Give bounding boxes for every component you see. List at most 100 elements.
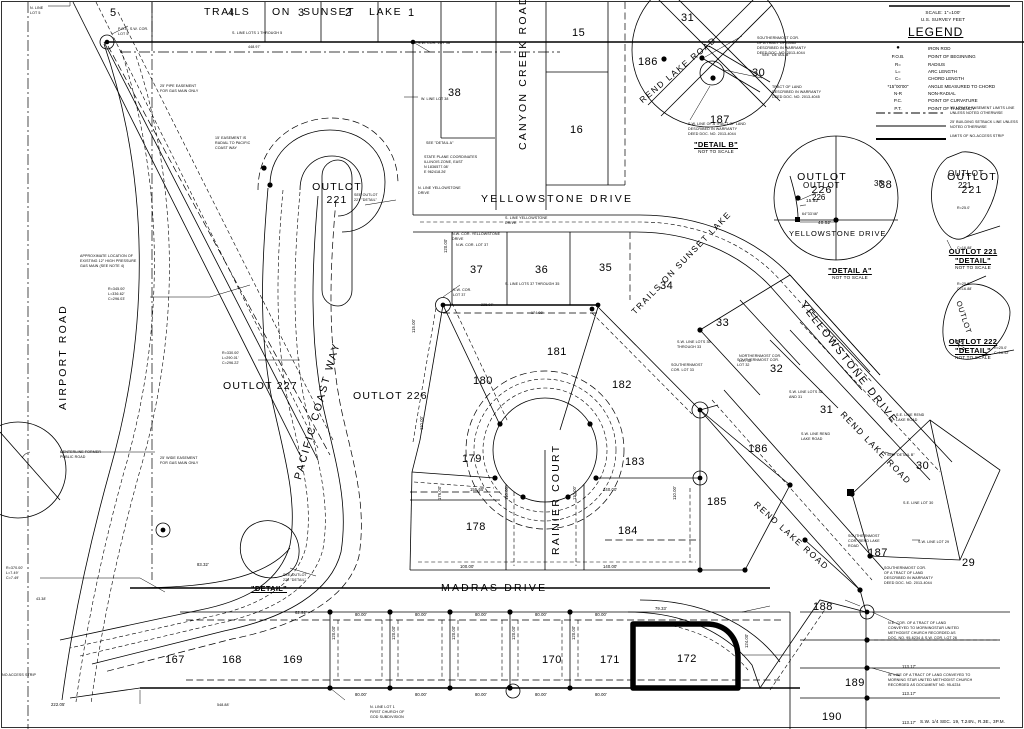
dimension-label: 62.92'	[295, 610, 307, 615]
legend-symbol: *15°00'00"	[887, 83, 909, 89]
lot-number: 38	[448, 87, 462, 99]
lot-number: 34	[660, 280, 674, 292]
detail-title: OUTLOT 221	[948, 247, 998, 256]
survey-annotation: S.E. LINE LOT 30	[903, 501, 934, 505]
survey-annotation: CENTERLINE FORMER PUBLIC ROAD	[60, 450, 102, 459]
legend-symbol: P.C.	[893, 98, 903, 104]
survey-annotation: R=25.0'	[957, 206, 971, 210]
lot-number: 4	[228, 7, 235, 19]
detail-scale-note: NOT TO SCALE	[955, 355, 991, 360]
detail-a-angle: 64°33'46"	[802, 212, 819, 216]
dimension-label: 80.00'	[355, 612, 367, 617]
outlot-label: OUTLOT	[947, 171, 997, 183]
dimension-label: 120.00'	[511, 625, 516, 640]
lot-number: 31	[820, 404, 834, 416]
legend-symbol: N-R	[894, 90, 902, 96]
survey-annotation: R=330.00' L=290.01' C=296.22'	[222, 351, 240, 365]
road-label-yellowstone-drive: YELLOWSTONE DRIVE	[481, 193, 634, 205]
legend-symbol: P.T.	[894, 105, 902, 111]
legend-title: LEGEND	[908, 25, 964, 39]
dimension-label: 80.00'	[475, 692, 487, 697]
dimension-label: 113.17'	[902, 691, 916, 696]
lot-number: 5	[110, 7, 117, 19]
subdivision-title-part-1: ON	[272, 6, 291, 18]
dimension-label: 176.00'	[437, 485, 442, 500]
legend-symbol: ●	[896, 45, 900, 52]
survey-annotation: APPROXIMATE LOCATION OF EXISTING 12" HIG…	[80, 254, 137, 268]
detail-scale-note: NOT TO SCALE	[832, 275, 868, 280]
outlot-label: OUTLOT	[797, 171, 847, 183]
survey-annotation: 25' PIPE EASEMENT FOR GAS MAIN ONLY	[160, 84, 199, 93]
lot-number: 187	[710, 114, 730, 126]
detail-a-dim1: 15.82'	[806, 198, 820, 203]
dimension-label: 80.00'	[475, 612, 487, 617]
legend-line-description: 15' UTILITY EASEMENT LIMITS LINE UNLESS …	[950, 106, 1015, 115]
lot-number: 171	[600, 654, 620, 666]
survey-annotation: 25' WIDE EASEMENT FOR GAS MAIN ONLY	[160, 456, 199, 465]
lot-number: 184	[618, 525, 638, 537]
lot-number: 31	[681, 12, 695, 24]
survey-annotation: 15' EASEMENT IS RADIAL TO PACIFIC COAST …	[215, 136, 251, 150]
dimension-label: 80.00'	[415, 692, 427, 697]
survey-annotation: R=25.0' C=16.92'	[994, 346, 1010, 355]
legend-row: C=CHORD LENGTH	[872, 75, 995, 82]
lot-number: 189	[845, 677, 865, 689]
survey-annotation: N. LINE YELLOWSTONE DRIVE	[418, 186, 461, 195]
legend-line-description: 25' BUILDING SETBACK LINE UNLESS NOTED O…	[950, 120, 1018, 129]
dimension-label: 120.00'	[331, 625, 336, 640]
dimension-label: 113.17'	[902, 720, 916, 725]
subdivision-title-part-0: TRAILS	[204, 6, 251, 18]
dimension-label: 155.65'	[470, 487, 485, 492]
legend-row: ●IRON ROD	[872, 44, 995, 53]
detail-subtitle: "DETAIL"	[954, 256, 992, 265]
lot-number: 38	[879, 179, 893, 191]
scale-note: SCALE: 1"=100'	[925, 10, 961, 15]
detail-scale-note: NOT TO SCALE	[955, 265, 991, 270]
detail-a-outlot-number: 226	[812, 193, 826, 202]
detail-a-road-label: YELLOWSTONE DRIVE	[789, 229, 887, 238]
lot-number: 185	[707, 496, 727, 508]
lot-number: 168	[222, 654, 242, 666]
survey-annotation: S. LINE LOTS 1 THROUGH 5	[232, 31, 283, 35]
lot-number: 179	[462, 453, 482, 465]
legend-row: P.T. POINT OF TANGENCY	[872, 105, 995, 112]
survey-annotation: W. LINE OF A TRACT OF LAND CONVEYED TO M…	[888, 673, 973, 687]
dimension-label: 80.00'	[595, 692, 607, 697]
survey-annotation: N.W. COR. LOT 37	[456, 243, 489, 247]
highlighted-lot-outline	[630, 621, 741, 691]
detail-a-outlot-label: OUTLOT	[803, 181, 841, 190]
outlot221-detail-name: OUTLOT	[948, 169, 985, 178]
legend-symbol: C=	[895, 76, 901, 82]
legend-symbol: P.O.B.	[891, 54, 905, 60]
lot-number: 180	[473, 375, 493, 387]
survey-annotation: S. LINE LOTS 37 THROUGH 35	[505, 282, 560, 286]
lot-number: 30	[916, 460, 930, 472]
survey-annotation: N. LINE LOT 5	[30, 6, 44, 15]
detail-title: OUTLOT 222	[948, 337, 998, 346]
survey-annotation: SEE "DETAIL A"	[426, 141, 454, 145]
lot-number: 169	[283, 654, 303, 666]
survey-annotation: R=370.00' L=7.49' C=7.49'	[6, 566, 24, 580]
units-note: U.S. SURVEY FEET	[920, 17, 966, 22]
detail-title: "DETAIL B"	[693, 140, 738, 149]
subdivision-title-part-2: SUNSET	[303, 6, 356, 18]
survey-annotation: N.W. COR. YELLOWSTONE DRIVE	[452, 232, 501, 241]
survey-annotation: N. LINE LOT 1 FIRST CHURCH OF GOD SUBDIV…	[370, 705, 405, 719]
dimension-label: 100.00'	[460, 564, 475, 569]
section-note: S.W. 1/4 SEC. 19, T.24N., R.3E., 3P.M.	[920, 719, 1006, 724]
survey-annotation: R=25.0' C=16.88'	[957, 282, 973, 291]
survey-annotation: TRACT OF LAND DESCRIBED IN WARRANTY DEED…	[772, 85, 822, 99]
survey-annotation: 43.38'	[36, 597, 47, 601]
lot-number: 16	[570, 124, 584, 136]
survey-annotation: 548.88'	[217, 703, 230, 707]
legend-description: ARC LENGTH	[928, 68, 958, 74]
road-label-canyon-creek-road: CANYON CREEK ROAD	[517, 0, 529, 150]
legend-row: R=RADIUS	[872, 60, 995, 67]
survey-annotation: W. LINE LOT 38	[421, 97, 449, 101]
survey-annotation: SEE "DETAIL B"	[762, 53, 790, 57]
survey-annotation: C=16.88'	[957, 246, 973, 250]
legend-description: POINT OF TANGENCY	[928, 105, 976, 111]
survey-annotation: SOUTHERNMOST COR. OF A TRACT OF LAND DES…	[757, 36, 807, 55]
